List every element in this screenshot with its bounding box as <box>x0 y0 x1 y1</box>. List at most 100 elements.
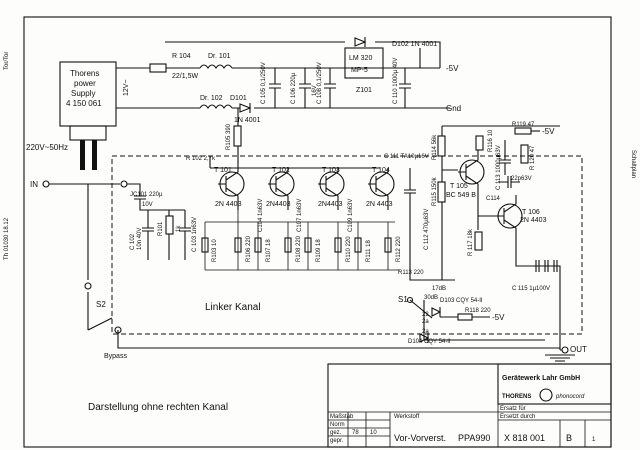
c111-label: C 111 TA10µ16V <box>384 154 429 160</box>
c115-label: C 115 1µ100V <box>512 286 550 292</box>
norm-label: Norm <box>330 422 345 428</box>
d101-label: D101 <box>230 95 247 102</box>
t101-label: T 101 <box>214 167 232 174</box>
massstab-label: Maßstab <box>330 414 354 420</box>
out-neg5v-2: -5V <box>492 313 505 322</box>
dr102-choke <box>199 104 233 109</box>
r110-label: R110 220 <box>346 236 352 262</box>
plug-pin-left <box>80 140 85 170</box>
jc101-voltage: 10V <box>142 202 153 208</box>
drawing-number: X 818 001 <box>504 433 545 443</box>
psu-line2: power <box>74 79 96 88</box>
t104-type: 2N 4403 <box>366 201 393 208</box>
r116-label: R116 10 <box>488 129 494 152</box>
power-supply-block: Thorens power Supply 4 150 061 220V~50Hz… <box>26 61 130 170</box>
regulator-box <box>344 47 384 79</box>
d103-label: D103 CQY 54-II <box>440 298 483 304</box>
s1-contact <box>406 296 414 304</box>
r117-resistor <box>474 231 483 251</box>
d103-diode <box>431 307 442 317</box>
drawing-rev: B <box>566 433 572 443</box>
r120-label: R 120 47 <box>530 145 536 170</box>
r106-label: R106 220 <box>246 235 252 262</box>
r103-label: R103 10 <box>212 239 218 262</box>
plug-pin-right <box>92 140 97 170</box>
t103-type: 2N4403 <box>318 201 343 208</box>
c110-cap <box>399 68 411 108</box>
r114-resistor <box>437 135 446 157</box>
mains-label: 220V~50Hz <box>26 143 68 152</box>
input-node <box>120 180 128 188</box>
c113-label: C 113 1000µ63V <box>496 145 502 190</box>
company-logo-icon <box>539 388 553 402</box>
c110-label: C 110 1000µ 40V <box>393 58 399 104</box>
t102-label: T 102 <box>272 167 290 174</box>
r106-resistor <box>234 237 242 253</box>
drawing-name: Vor-Vorverst. <box>394 433 446 443</box>
drawing-frame <box>23 16 612 448</box>
in-terminal <box>42 180 50 188</box>
r104-label: R 104 <box>172 53 191 60</box>
c112-cap <box>404 168 416 270</box>
d101-type: 1N 4001 <box>234 117 261 124</box>
c114-label: C114 <box>486 196 501 202</box>
r119-resistor <box>514 127 532 135</box>
t104-label: T 104 <box>372 167 390 174</box>
c105-cap <box>269 68 281 108</box>
title-block: Gerätewerk Lahr GmbH THORENS phonocord M… <box>327 363 612 448</box>
t105-type: BC 549 B <box>446 192 476 199</box>
psu-line3: Supply <box>71 89 95 98</box>
ersetzt-label: Ersetzt durch <box>500 414 535 420</box>
r105-resistor <box>233 125 242 147</box>
bypass-label: Bypass <box>104 353 127 360</box>
r107-label: R107 18 <box>266 239 272 262</box>
pos-a: 2a <box>422 319 429 325</box>
c102-label: C 102 <box>130 233 136 250</box>
ersatz-label: Ersatz für <box>500 406 526 412</box>
out-neg5v: -5V <box>542 127 555 136</box>
ground-symbol <box>545 354 575 362</box>
margin-right: Schaltplan <box>630 150 636 178</box>
r111-resistor <box>354 237 362 253</box>
t102-type: 2N4403 <box>266 201 291 208</box>
c113-cap <box>499 140 511 175</box>
c108-cap <box>324 68 336 108</box>
r103-resistor <box>201 237 209 253</box>
c102-value: 10n 40V <box>137 228 143 250</box>
r108-resistor <box>284 237 292 253</box>
r104-value: 22/1,5W <box>172 73 198 80</box>
r118-label: R118 220 <box>465 308 491 314</box>
out-terminal <box>561 346 569 354</box>
r101-label: R101 <box>158 221 164 236</box>
t105-label: T 105 <box>450 183 468 190</box>
d104-diode <box>419 333 430 343</box>
pos-c: 22 <box>422 312 429 318</box>
r120-resistor <box>520 144 529 164</box>
psu-line4: 4 150 061 <box>66 99 102 108</box>
s1-label: S1 <box>398 295 408 304</box>
c109-label: C109 1n63V <box>348 199 354 232</box>
r110-resistor <box>334 237 342 253</box>
r107-resistor <box>254 237 262 253</box>
neg5v-label: -5V <box>446 64 459 73</box>
dr101-label: Dr. 101 <box>208 53 231 60</box>
gnd-label: Gnd <box>446 104 461 113</box>
channel-boundary <box>111 155 583 335</box>
t101-type: 2N 4403 <box>215 201 242 208</box>
db30-label: 30dB <box>424 295 438 301</box>
r101-resistor <box>165 215 174 235</box>
r108-label: R108 220 <box>296 235 302 262</box>
input-section: IN JC101 220µ 10V C 102 10n 40V R101 1k … <box>30 180 420 360</box>
r117-label: R 117 18k <box>468 228 474 256</box>
werkstoff-label: Werkstoff <box>394 414 419 420</box>
r118-resistor <box>457 313 473 321</box>
r115-resistor <box>437 181 446 203</box>
z101-label: Z101 <box>356 87 372 94</box>
r114-label: R114 56k <box>432 134 438 160</box>
company-box <box>497 363 612 405</box>
r115-label: R115 150k <box>432 176 438 206</box>
dr101-choke <box>199 64 233 69</box>
c108-label: C 108 0,1/250V <box>317 62 323 104</box>
